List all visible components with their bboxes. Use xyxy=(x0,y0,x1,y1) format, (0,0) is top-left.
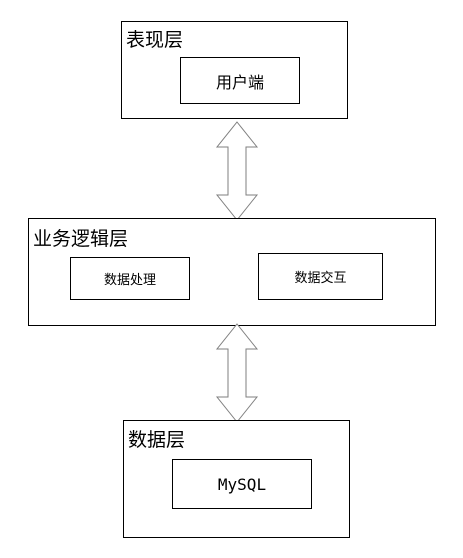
business-logic-layer-title: 业务逻辑层 xyxy=(33,228,129,250)
client-module: 用户端 xyxy=(180,57,300,104)
presentation-layer-title: 表现层 xyxy=(126,29,184,51)
mysql-module: MySQL xyxy=(172,459,312,509)
double-arrow-bottom xyxy=(215,323,259,423)
business-logic-layer: 业务逻辑层 数据处理 数据交互 xyxy=(28,218,436,326)
data-layer-title: 数据层 xyxy=(128,429,186,451)
data-interaction-module: 数据交互 xyxy=(258,253,383,300)
presentation-layer: 表现层 用户端 xyxy=(121,21,348,119)
double-arrow-bottom-shape xyxy=(215,323,259,423)
double-arrow-top xyxy=(215,121,259,221)
data-layer: 数据层 MySQL xyxy=(123,420,350,538)
double-arrow-top-shape xyxy=(215,121,259,221)
data-processing-module: 数据处理 xyxy=(70,257,190,300)
